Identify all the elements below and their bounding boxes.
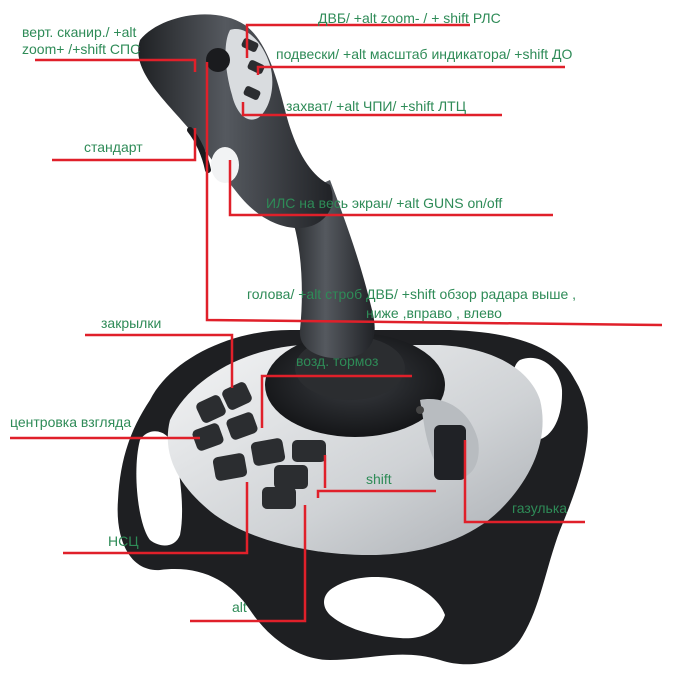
- leader-shift: [316, 489, 436, 498]
- base-button-9: [262, 487, 296, 509]
- thumb-button: [211, 147, 239, 183]
- logo-mark: [416, 406, 424, 414]
- base-button-5: [212, 453, 248, 481]
- stick-top-panel: [225, 29, 273, 120]
- grip-button-2: [247, 60, 265, 74]
- base-button-3: [192, 423, 224, 451]
- label-centrovka: центровка взгляда: [10, 414, 132, 430]
- leader-ils: [228, 160, 553, 217]
- leader-dvb: [245, 23, 470, 58]
- label-alt: alt: [232, 599, 247, 615]
- leader-vozd-tormoz: [260, 374, 412, 428]
- label-vert-scan-line1: верт. сканир./ +alt: [22, 24, 137, 40]
- base-button-cluster: [192, 382, 326, 509]
- label-zahvat: захват/ +alt ЧПИ/ +shift ЛТЦ: [286, 98, 467, 114]
- leader-zakrylki: [85, 333, 234, 388]
- base-left-leg-hole: [136, 431, 183, 546]
- leader-podveski: [256, 65, 565, 75]
- base-button-4: [226, 412, 258, 440]
- label-dvb: ДВБ/ +alt zoom- / + shift РЛС: [318, 10, 501, 26]
- label-shift: shift: [366, 471, 392, 487]
- base-button-7: [274, 465, 308, 489]
- label-gazulka: газулька: [512, 500, 568, 516]
- stick-grip: [138, 14, 333, 229]
- label-podveski: подвески/ +alt масштаб индикатора/ +shif…: [276, 46, 573, 62]
- leader-lines: [10, 23, 663, 623]
- label-vozd-tormoz: возд. тормоз: [296, 353, 379, 369]
- joystick-base: [117, 330, 588, 665]
- label-zakrylki: закрылки: [101, 315, 162, 331]
- label-golova-line2: ниже ,вправо , влево: [366, 305, 502, 321]
- base-button-1: [196, 395, 226, 423]
- base-button-8: [292, 440, 326, 462]
- grip-button-3: [243, 86, 261, 100]
- label-standart: стандарт: [84, 139, 143, 155]
- label-nsc: НСЦ: [108, 533, 139, 549]
- label-golova-line1: голова/ +alt строб ДВБ/ +shift обзор рад…: [247, 286, 577, 302]
- label-vert-scan-line2: zoom+ /+shift СПС: [22, 41, 141, 57]
- base-button-6: [250, 438, 286, 466]
- hat-switch: [206, 48, 230, 72]
- leader-gazulka: [463, 440, 585, 524]
- leader-nsc: [63, 482, 249, 555]
- throttle-lever: [434, 425, 466, 480]
- leader-standart: [52, 128, 197, 162]
- leader-alt: [190, 505, 307, 623]
- leader-vert-scan: [35, 58, 197, 72]
- label-ils: ИЛС на весь экран/ +alt GUNS on/off: [266, 195, 503, 211]
- leader-golova: [205, 62, 663, 327]
- base-button-2: [222, 382, 252, 410]
- base-bottom-leg-hole: [324, 577, 445, 639]
- leader-zahvat: [241, 102, 502, 117]
